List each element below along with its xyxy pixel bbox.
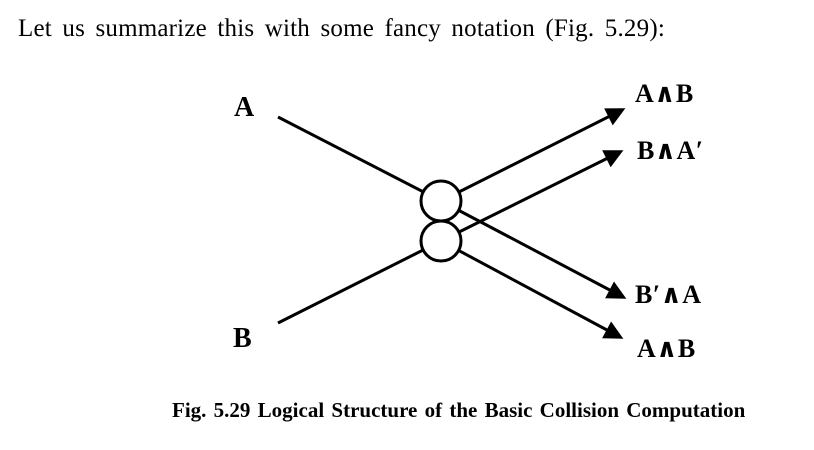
intro-text: Let us summarize this with some fancy no… <box>18 15 666 42</box>
output-arrow-a-and-b-2 <box>440 239 624 339</box>
output-arrow-a-and-b <box>440 108 626 203</box>
input-label-a: A <box>234 92 255 123</box>
input-label-b: B <box>233 323 252 354</box>
output-label-a-and-b: A∧B <box>635 79 694 108</box>
figure-caption: Fig. 5.29 Logical Structure of the Basic… <box>172 398 746 422</box>
collision-node-top-circle <box>419 179 463 223</box>
input-line-a <box>277 115 442 203</box>
output-arrow-b-and-a-prime <box>440 150 624 243</box>
output-label-a-and-b-2: A∧B <box>637 334 696 363</box>
input-line-b <box>277 239 442 325</box>
collision-node-bottom-circle <box>419 219 463 263</box>
output-arrow-b-prime-and-a <box>440 199 627 299</box>
output-label-b-prime-and-a: B′∧A <box>635 280 702 309</box>
output-label-b-and-a-prime: B∧A′ <box>637 136 704 165</box>
